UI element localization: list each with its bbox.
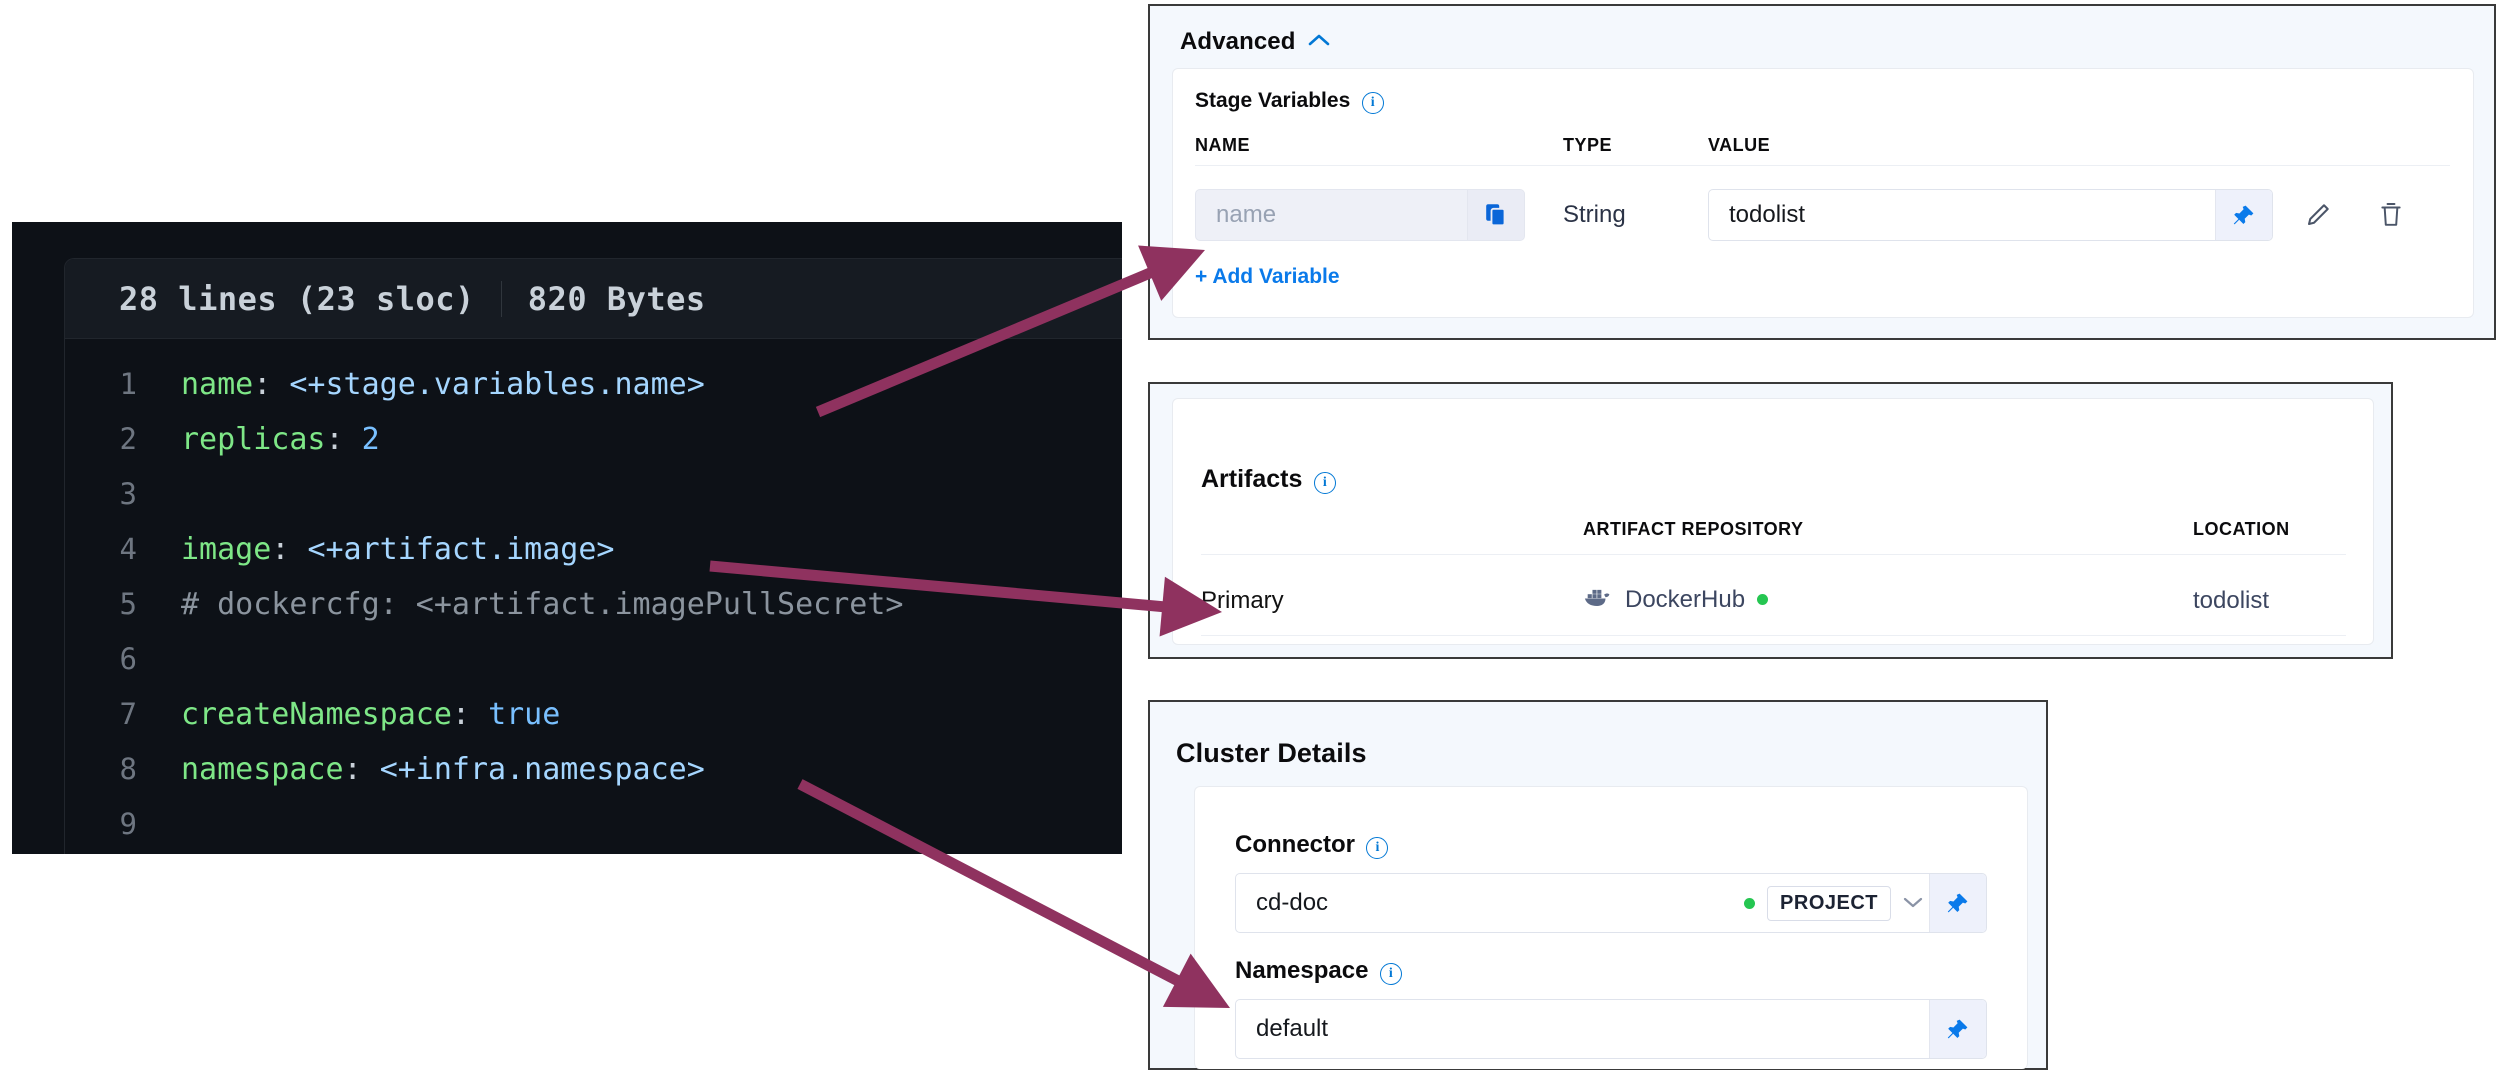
code-line: 3 xyxy=(65,467,1122,522)
cluster-fields-card: Connector i cd-doc PROJECT Namespace i xyxy=(1194,786,2028,1069)
line-number: 4 xyxy=(119,532,137,566)
line-content: name: <+stage.variables.name> xyxy=(181,367,705,402)
line-number: 5 xyxy=(119,587,137,621)
code-lines[interactable]: 1 name: <+stage.variables.name> 2 replicas:… xyxy=(65,339,1122,852)
artifacts-title: Artifacts xyxy=(1201,465,1303,493)
artifacts-header-separator xyxy=(1201,554,2346,555)
header-separator xyxy=(1195,165,2450,166)
variable-value-input[interactable]: todolist xyxy=(1708,189,2273,241)
variable-type: String xyxy=(1563,201,1626,228)
add-variable-button[interactable]: + Add Variable xyxy=(1195,265,1340,288)
trash-icon[interactable] xyxy=(2371,195,2411,235)
header-divider xyxy=(500,280,502,317)
line-number: 2 xyxy=(119,422,137,456)
variable-value-text: todolist xyxy=(1729,201,1806,228)
code-line: 8 namespace: <+infra.namespace> xyxy=(65,742,1122,797)
column-header-value: VALUE xyxy=(1708,135,1771,155)
line-content: # dockercfg: <+artifact.imagePullSecret> xyxy=(181,587,904,622)
line-content: replicas: 2 xyxy=(181,422,380,457)
line-number: 7 xyxy=(119,697,137,731)
docker-icon xyxy=(1583,585,1613,614)
artifacts-card: Artifacts i ARTIFACT REPOSITORY LOCATION… xyxy=(1172,398,2374,645)
column-header-name: NAME xyxy=(1195,135,1250,155)
advanced-section-header[interactable]: Advanced xyxy=(1180,28,1330,56)
variable-name-input[interactable]: name xyxy=(1195,189,1525,241)
column-header-location: LOCATION xyxy=(2193,519,2290,539)
artifact-location: todolist xyxy=(2193,587,2270,614)
line-content: image: <+artifact.image> xyxy=(181,532,615,567)
info-icon[interactable]: i xyxy=(1313,471,1336,494)
artifact-repository-cell[interactable]: DockerHub xyxy=(1583,585,1769,614)
connector-value: cd-doc xyxy=(1256,889,1329,916)
namespace-label: Namespace xyxy=(1235,957,1369,984)
column-header-artifact-repository: ARTIFACT REPOSITORY xyxy=(1583,519,1804,539)
variable-name-placeholder: name xyxy=(1216,201,1277,228)
line-content: namespace: <+infra.namespace> xyxy=(181,752,705,787)
advanced-title: Advanced xyxy=(1180,28,1296,55)
namespace-label-row: Namespace i xyxy=(1235,957,1402,985)
artifact-kind: Primary xyxy=(1201,587,1284,614)
line-number: 8 xyxy=(119,752,137,786)
connector-status-dot xyxy=(1744,897,1756,909)
info-icon[interactable]: i xyxy=(1366,836,1389,859)
code-file-header: 28 lines (23 sloc) 820 Bytes xyxy=(65,259,1122,339)
cluster-details-panel: Cluster Details Connector i cd-doc PROJE… xyxy=(1148,700,2048,1070)
code-line: 1 name: <+stage.variables.name> xyxy=(65,357,1122,412)
info-icon[interactable]: i xyxy=(1379,962,1402,985)
stage-variables-card: Stage Variables i NAME TYPE VALUE name xyxy=(1172,68,2474,318)
connector-label-row: Connector i xyxy=(1235,831,1389,859)
cluster-details-title: Cluster Details xyxy=(1176,738,1367,768)
connector-scope-chip[interactable]: PROJECT xyxy=(1767,885,1891,921)
line-number: 6 xyxy=(119,642,137,676)
status-dot xyxy=(1757,594,1769,605)
advanced-panel: Advanced Stage Variables i NAME TYPE VAL… xyxy=(1148,4,2496,340)
connector-input[interactable]: cd-doc PROJECT xyxy=(1235,873,1987,933)
artifacts-row-separator xyxy=(1201,635,2346,636)
pin-icon[interactable] xyxy=(1929,874,1986,932)
code-line: 2 replicas: 2 xyxy=(65,412,1122,467)
file-size: 820 Bytes xyxy=(527,279,706,318)
pin-icon[interactable] xyxy=(2215,190,2272,240)
namespace-input[interactable]: default xyxy=(1235,999,1987,1059)
artifacts-panel: Artifacts i ARTIFACT REPOSITORY LOCATION… xyxy=(1148,382,2393,659)
code-viewer-panel: 28 lines (23 sloc) 820 Bytes 1 name: <+st… xyxy=(12,222,1122,854)
line-number: 9 xyxy=(119,807,137,841)
artifacts-label-row: Artifacts i xyxy=(1201,465,1336,494)
copy-icon[interactable] xyxy=(1467,190,1524,240)
line-content: createNamespace: true xyxy=(181,697,561,732)
code-line: 4 image: <+artifact.image> xyxy=(65,522,1122,577)
code-line: 9 xyxy=(65,797,1122,852)
stage-variables-label: Stage Variables xyxy=(1195,89,1351,112)
stage-variables-label-row: Stage Variables i xyxy=(1195,89,1384,114)
info-icon[interactable]: i xyxy=(1361,91,1384,114)
code-line: 6 xyxy=(65,632,1122,687)
connector-label: Connector xyxy=(1235,831,1355,858)
pencil-icon[interactable] xyxy=(2299,195,2339,235)
pin-icon[interactable] xyxy=(1929,1000,1986,1058)
artifact-repository-name: DockerHub xyxy=(1625,585,1746,613)
line-number: 1 xyxy=(119,367,137,401)
chevron-up-icon[interactable] xyxy=(1308,30,1330,53)
chevron-down-icon[interactable] xyxy=(1903,892,1923,915)
line-number: 3 xyxy=(119,477,137,511)
code-line: 5 # dockercfg: <+artifact.imagePullSecret… xyxy=(65,577,1122,632)
file-line-count: 28 lines (23 sloc) xyxy=(119,279,475,318)
code-line: 7 createNamespace: true xyxy=(65,687,1122,742)
column-header-type: TYPE xyxy=(1563,135,1613,155)
code-file-card: 28 lines (23 sloc) 820 Bytes 1 name: <+st… xyxy=(64,258,1122,854)
namespace-value: default xyxy=(1256,1015,1329,1042)
